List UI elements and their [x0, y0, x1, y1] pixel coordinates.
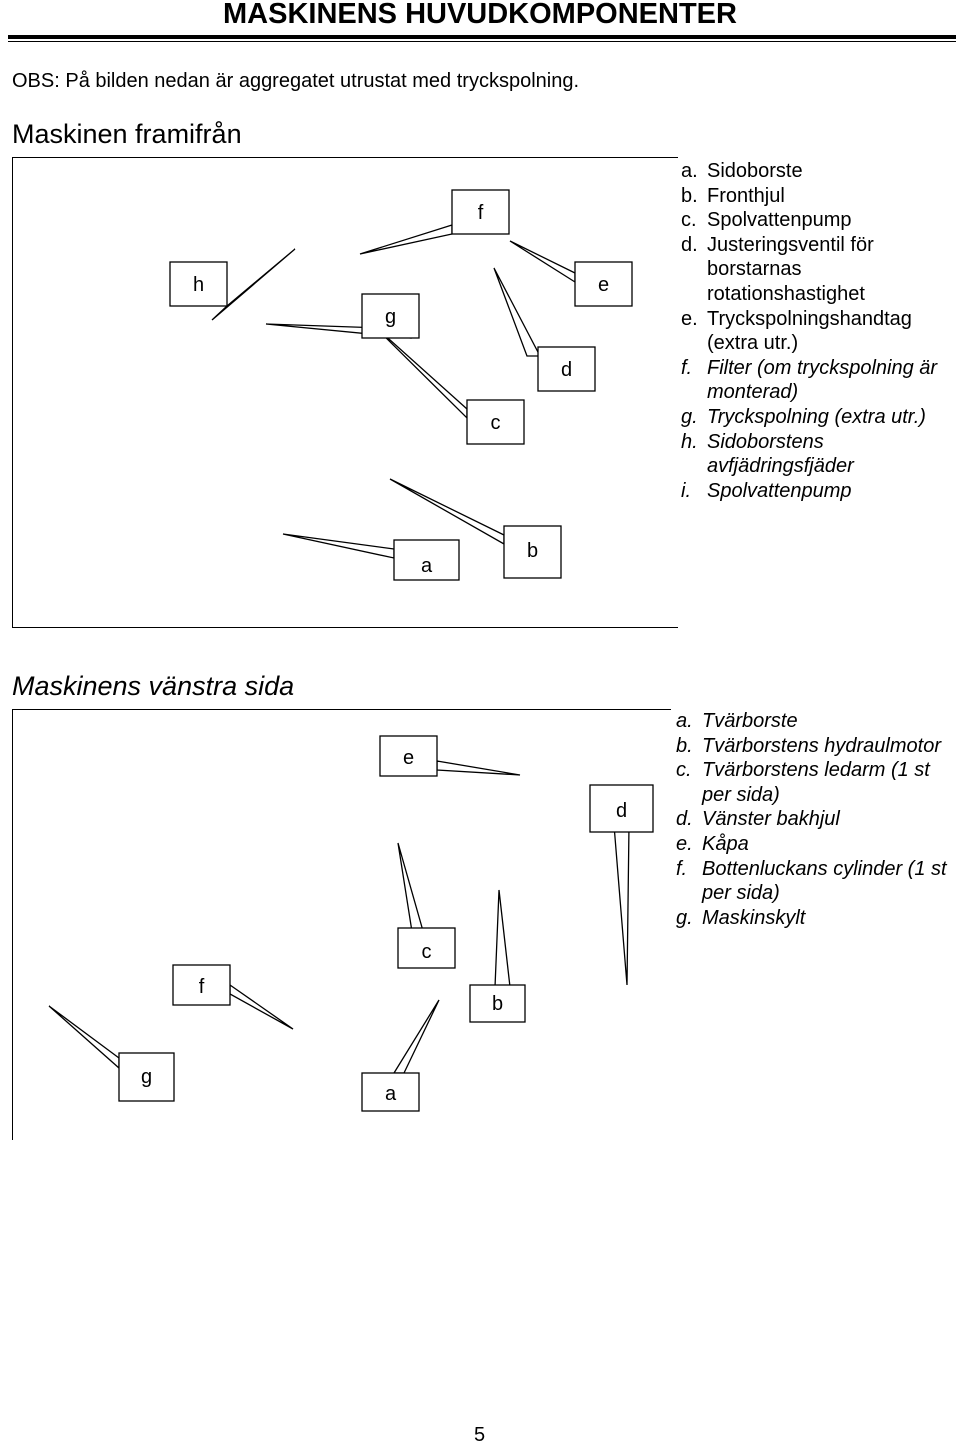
callout-box-front-b [503, 525, 562, 579]
callout-box-front-e [574, 261, 633, 307]
legend-item: c. Spolvattenpump [681, 208, 956, 233]
leader-front-a [282, 533, 395, 559]
left-view-legend: a. Tvärborste b. Tvärborstens hydraulmotor… [676, 709, 958, 930]
callout-front-b: b [527, 540, 538, 562]
callout-left-a: a [385, 1083, 397, 1105]
left-view-heading: Maskinens vänstra sida [12, 671, 295, 701]
legend-letter: c. [676, 759, 692, 782]
callout-front-f: f [478, 202, 484, 224]
legend-item: b. Fronthjul [681, 184, 956, 209]
callout-box-left-g [118, 1052, 175, 1102]
callout-box-front-c [466, 399, 525, 445]
leader-front-f [359, 224, 453, 255]
leader-front-h [211, 248, 296, 321]
legend-letter: f. [676, 857, 688, 880]
leader-front-d [493, 267, 542, 357]
title-rule-thick [8, 35, 956, 39]
page-title: MASKINENS HUVUDKOMPONENTER [223, 0, 737, 30]
callout-front-h: h [193, 274, 204, 296]
legend-text: Sidoborstens avfjädringsfjäder [707, 430, 854, 478]
legend-item: e. Tryckspolningshandtag (extra utr.) [681, 307, 956, 356]
callout-left-c: c [422, 941, 432, 963]
callout-box-front-a [393, 539, 460, 581]
legend-text: Tryckspolningshandtag (extra utr.) [707, 307, 912, 355]
legend-text: Tvärborstens ledarm (1 st per sida) [702, 759, 930, 806]
legend-letter: c. [681, 209, 697, 232]
legend-text: Tvärborste [702, 710, 798, 732]
legend-text: Justeringsventil för borstarnas rotation… [707, 233, 874, 305]
callout-box-front-d [537, 346, 596, 392]
legend-item: a. Sidoborste [681, 159, 956, 184]
legend-text: Tvärborstens hydraulmotor [702, 734, 941, 757]
legend-item: d. Vänster bakhjul [676, 807, 958, 832]
legend-letter: b. [676, 734, 693, 757]
legend-letter: f. [681, 356, 693, 379]
callout-front-a: a [421, 555, 433, 577]
left-view-figure-frame [12, 709, 671, 1140]
callout-front-d: d [561, 359, 572, 381]
legend-item: h. Sidoborstens avfjädringsfjäder [681, 430, 956, 479]
callout-left-e: e [403, 747, 414, 769]
legend-text: Vänster bakhjul [702, 808, 840, 831]
callout-box-left-c [397, 927, 456, 969]
callout-box-front-f [451, 189, 510, 235]
legend-text: Maskinskylt [702, 906, 806, 929]
front-view-legend: a. Sidoborste b. Fronthjul c. Spolvattenpum… [681, 159, 956, 503]
legend-item: g. Tryckspolning (extra utr.) [681, 405, 956, 430]
legend-item: g. Maskinskylt [676, 906, 958, 931]
legend-text: Fronthjul [707, 184, 785, 207]
legend-letter: d. [676, 808, 693, 831]
legend-letter: g. [676, 906, 693, 929]
callout-box-left-f [172, 964, 231, 1006]
page-number: 5 [474, 1424, 486, 1446]
callout-front-g: g [385, 306, 396, 328]
callout-left-f: f [199, 976, 205, 998]
legend-letter: e. [681, 307, 698, 330]
callout-box-left-d [589, 784, 654, 833]
legend-text: Sidoborste [707, 160, 803, 182]
legend-text: Kåpa [702, 832, 749, 855]
legend-item: a. Tvärborste [676, 709, 958, 734]
legend-letter: e. [676, 832, 693, 855]
legend-letter: i. [681, 479, 691, 502]
legend-letter: b. [681, 184, 698, 207]
legend-text: Tryckspolning (extra utr.) [707, 405, 926, 428]
callout-box-left-b [469, 984, 526, 1023]
legend-item: b. Tvärborstens hydraulmotor [676, 734, 958, 759]
legend-text: Spolvattenpump [707, 479, 852, 502]
legend-item: d. Justeringsventil för borstarnas rotati… [681, 233, 956, 307]
callout-left-g: g [141, 1066, 152, 1088]
leader-front-e [509, 240, 576, 284]
legend-letter: a. [681, 160, 698, 182]
front-view-figure-frame [12, 157, 678, 628]
legend-item: c. Tvärborstens ledarm (1 st per sida) [676, 758, 958, 807]
legend-letter: g. [681, 405, 698, 428]
callout-front-c: c [491, 412, 501, 434]
callout-left-d: d [616, 800, 627, 822]
callout-box-front-h [169, 261, 228, 307]
legend-text: Filter (om tryckspolning är monterad) [707, 356, 938, 404]
legend-letter: h. [681, 430, 698, 453]
legend-text: Bottenluckans cylinder (1 st per sida) [702, 857, 947, 905]
title-rule-thin [8, 41, 956, 42]
equipment-note: OBS: På bilden nedan är aggregatet utrus… [12, 70, 580, 92]
callout-left-b: b [492, 993, 503, 1015]
legend-item: f. Filter (om tryckspolning är monterad) [681, 356, 956, 405]
legend-text: Spolvattenpump [707, 209, 852, 232]
front-view-heading: Maskinen framifrån [12, 119, 242, 149]
callout-box-left-a [361, 1072, 420, 1112]
legend-letter: d. [681, 233, 698, 256]
legend-item: f. Bottenluckans cylinder (1 st per sida) [676, 857, 958, 906]
callout-box-left-e [379, 735, 438, 777]
leader-front-b [389, 478, 505, 546]
legend-item: i. Spolvattenpump [681, 479, 956, 504]
callout-front-e: e [598, 274, 609, 296]
legend-letter: a. [676, 710, 693, 732]
legend-item: e. Kåpa [676, 832, 958, 857]
callout-box-front-g [361, 293, 420, 339]
